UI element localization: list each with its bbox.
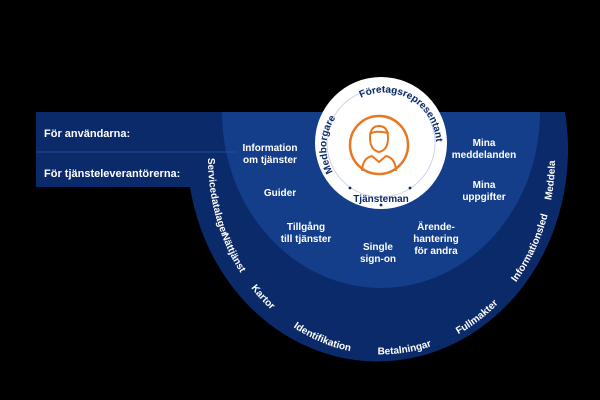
icon-ring xyxy=(348,114,410,176)
role-civil-servant: Tjänsteman xyxy=(353,194,409,205)
service-tasks-line: uppgifter xyxy=(462,192,505,203)
service-sso-line: Single xyxy=(363,242,393,253)
service-information-line: om tjänster xyxy=(243,155,297,166)
dot-right xyxy=(408,186,412,190)
service-tasks-line: Mina xyxy=(473,180,496,191)
service-errands-line: hantering xyxy=(413,234,459,245)
service-sso-line: sign-on xyxy=(360,254,396,265)
service-errands-line: för andra xyxy=(414,246,458,257)
service-access-line: Tillgång xyxy=(287,221,325,233)
service-messages-line: Mina xyxy=(473,138,496,149)
service-guides-line: Guider xyxy=(264,188,296,199)
users-label: För användarna: xyxy=(44,128,130,140)
person-icon xyxy=(361,125,397,171)
center-circle xyxy=(315,77,447,209)
service-guides: Guider xyxy=(264,188,296,199)
users-bar xyxy=(36,112,236,187)
service-access-line: till tjänster xyxy=(281,234,332,245)
service-messages-line: meddelanden xyxy=(452,150,516,161)
dot-left xyxy=(348,186,352,190)
service-errands-line: Ärende- xyxy=(417,220,455,233)
providers-label: För tjänsteleverantörerna: xyxy=(44,168,180,180)
center-ring xyxy=(326,88,436,198)
service-information-line: Information xyxy=(243,143,298,154)
dot-bottom xyxy=(379,203,383,207)
